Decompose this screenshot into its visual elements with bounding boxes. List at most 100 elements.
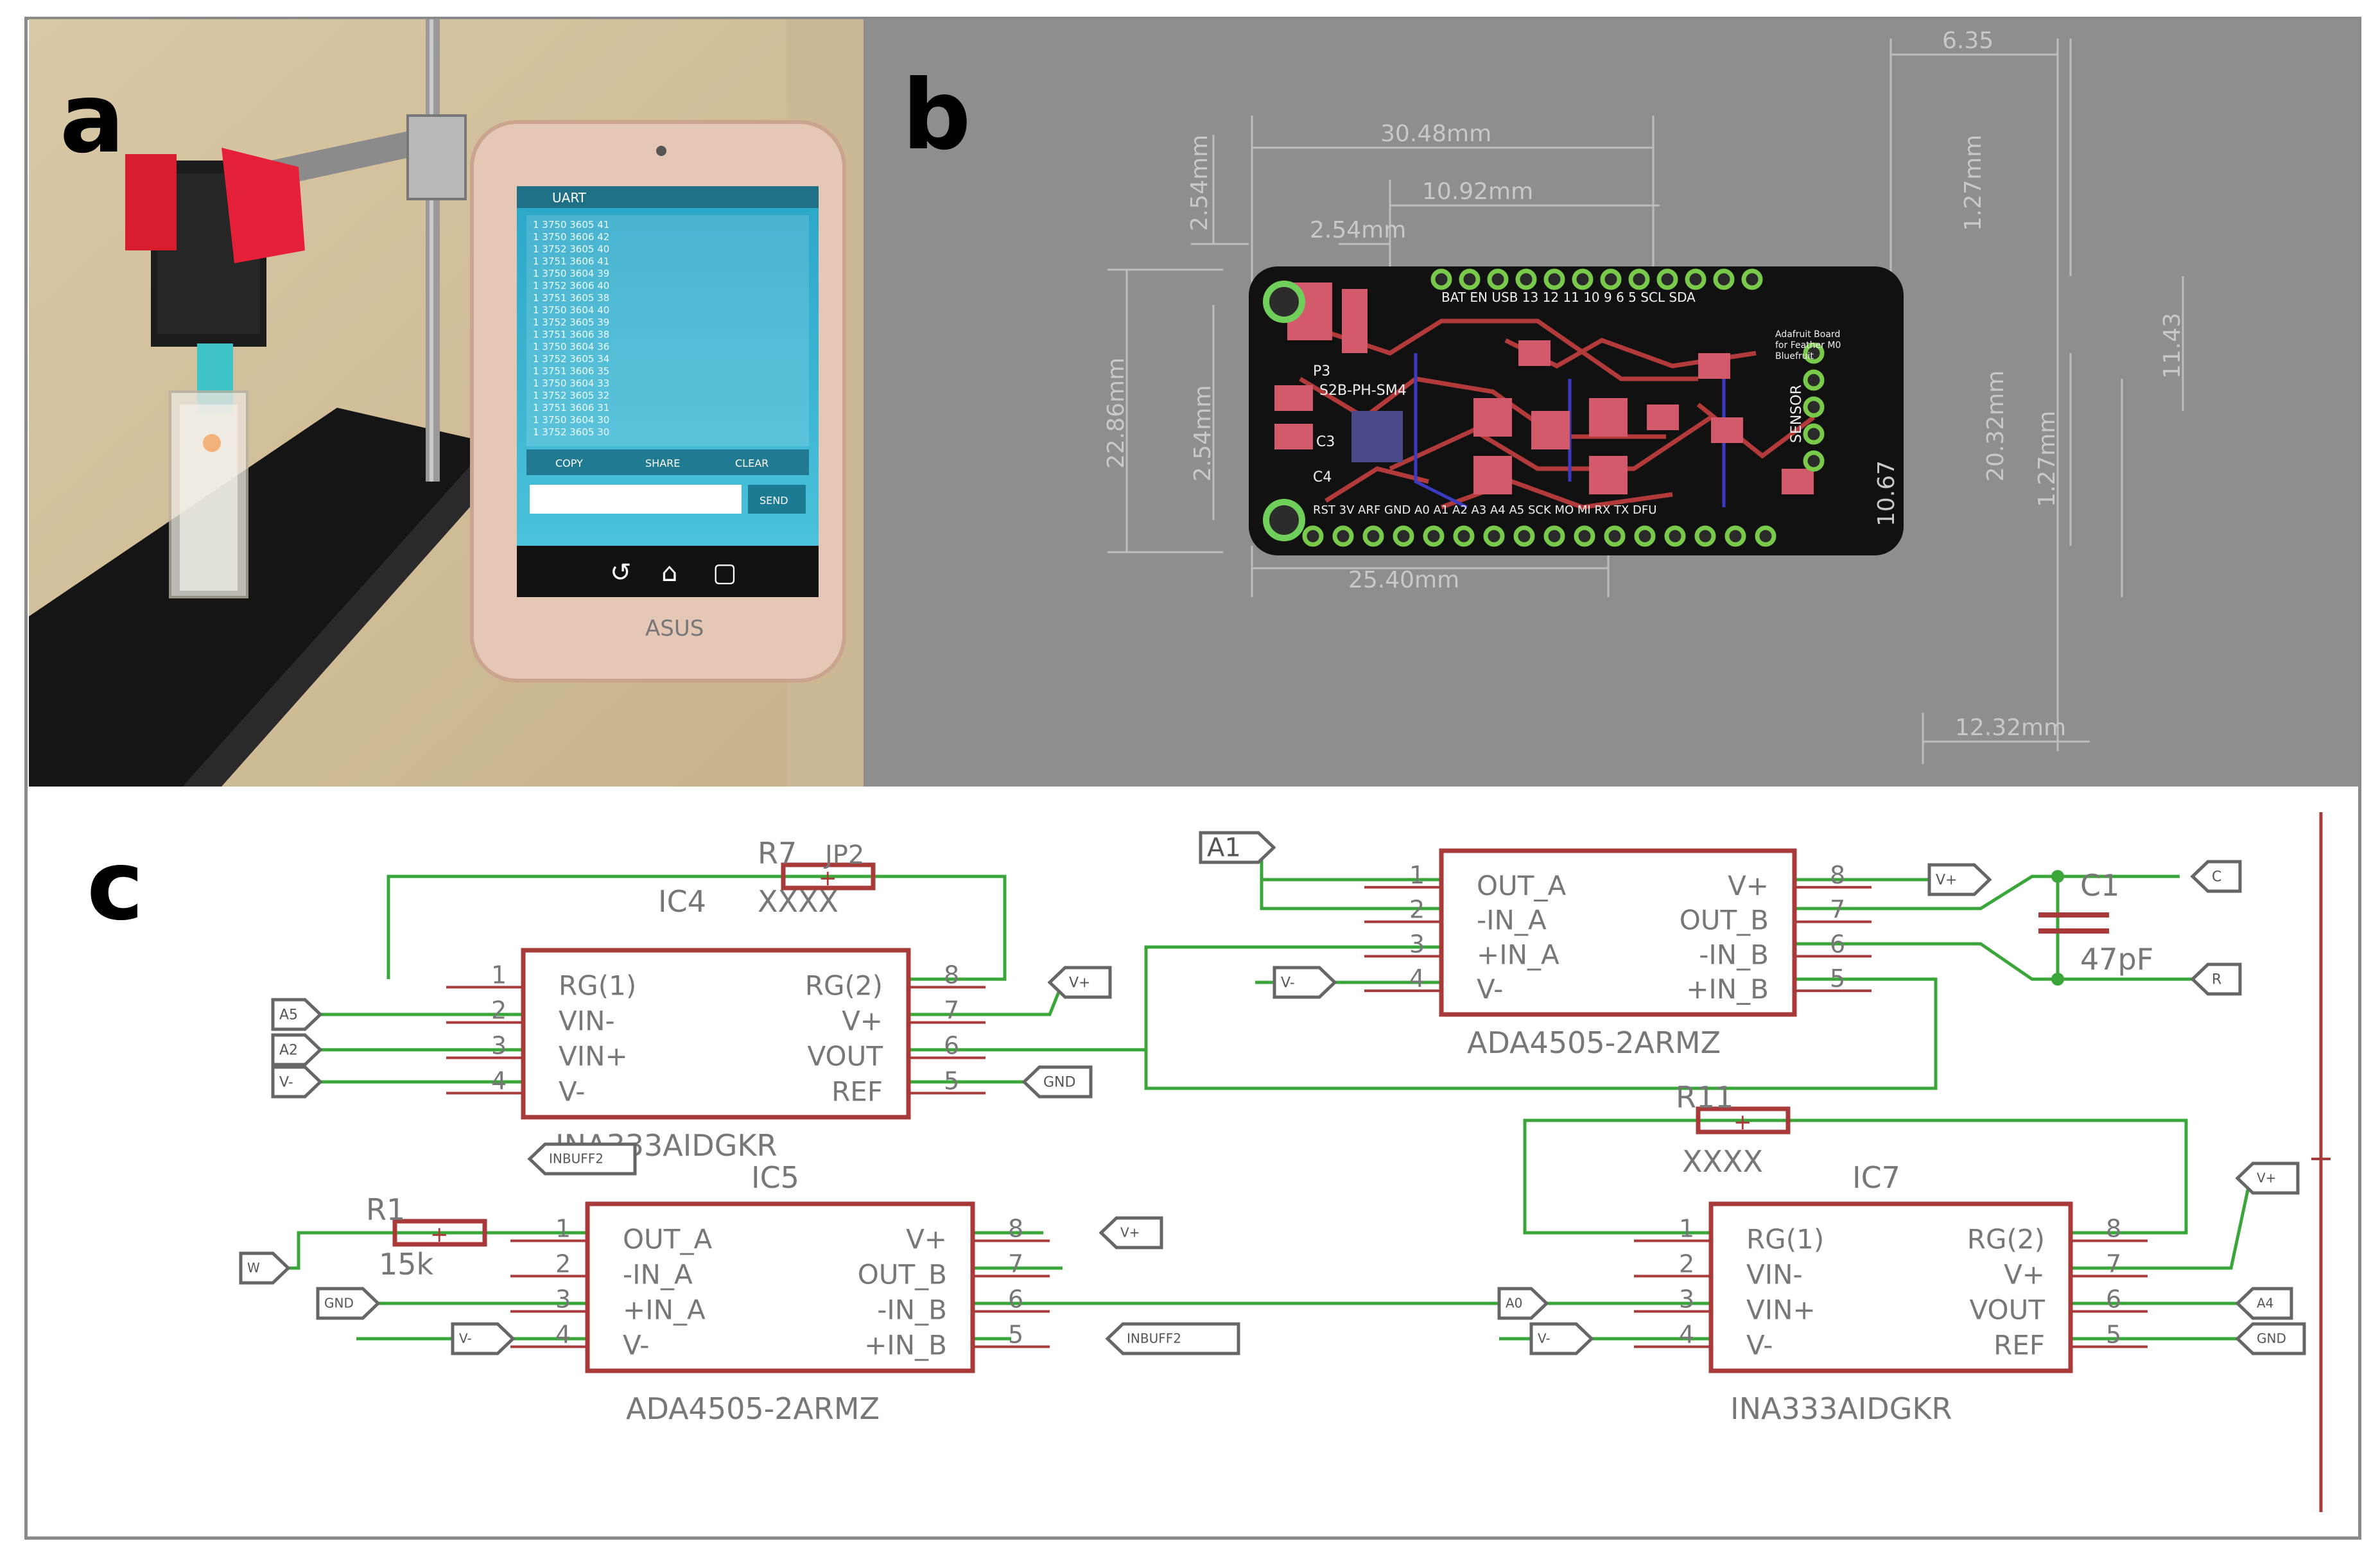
bottom-pin-labels: RST 3V ARF GND A0 A1 A2 A3 A4 A5 SCK MO … (1313, 503, 1656, 517)
top-amp-body (1439, 848, 1797, 1017)
r7-plus: + (819, 866, 837, 891)
ic4-vminus-net-label: V- (279, 1074, 293, 1090)
ic5-right-pin-name: OUT_B (858, 1259, 947, 1291)
a4-net-flag (2235, 1287, 2293, 1320)
ic5-part-number: ADA4505-2ARMZ (626, 1391, 880, 1426)
ic5-inbuff-top-net-label: INBUFF2 (549, 1151, 604, 1167)
ic7-left-pin-num: 2 (1679, 1250, 1694, 1278)
r1-plus: + (430, 1222, 449, 1248)
r11-ref: R11 (1676, 1080, 1734, 1115)
reading-row: 1 3750 3605 41 (533, 219, 609, 231)
ic7-right-pin-num: 8 (2106, 1215, 2121, 1243)
reading-row: 1 3752 3605 40 (533, 243, 609, 255)
r7-ref: R7 (758, 836, 797, 871)
sensor-label: SENSOR (1789, 385, 1805, 443)
dim-11-43: 11.43 (2159, 313, 2185, 379)
send-label: SEND (760, 494, 788, 507)
reading-row: 1 3750 3606 42 (533, 231, 609, 243)
ic5-right-pin-num: 5 (1008, 1321, 1023, 1349)
ic7-right-pin-name: RG(2) (1967, 1224, 2045, 1255)
sensor-pad (1803, 342, 1825, 364)
a0-net-label: A0 (1506, 1296, 1522, 1311)
ic4-ref: IC4 (658, 884, 706, 919)
ic5-inbuff-net-flag (1105, 1322, 1240, 1355)
a0-net-flag (1497, 1287, 1549, 1320)
top-amp-right-pin-name: +IN_B (1686, 973, 1769, 1005)
ic5-left-pin-num: 2 (555, 1250, 571, 1278)
ic4-left-pin-name: VIN+ (559, 1041, 628, 1072)
recent-icon: ▢ (713, 558, 737, 587)
c3-label: C3 (1316, 434, 1335, 450)
ic7-right-pin-name: V+ (2004, 1259, 2045, 1291)
r1-value: 15k (379, 1247, 434, 1282)
dim-25-40: 25.40mm (1348, 567, 1459, 593)
reading-row: 1 3750 3604 30 (533, 414, 609, 426)
c1-junction-top (2051, 870, 2064, 883)
phone-brand: ASUS (645, 616, 704, 641)
top-amp-part-number: ADA4505-2ARMZ (1467, 1025, 1721, 1060)
pcb-drawing: BAT EN USB 13 12 11 10 9 6 5 SCL SDA RST… (864, 19, 2358, 787)
ic4-gnd-net-flag (1021, 1065, 1093, 1099)
a4-net-label: A4 (2257, 1296, 2273, 1311)
reading-row: 1 3751 3605 38 (533, 292, 609, 304)
a5-net-flag (271, 998, 323, 1031)
reading-row: 1 3752 3606 40 (533, 280, 609, 291)
ic7-right-pin-num: 6 (2106, 1285, 2121, 1314)
dim-30-48: 30.48mm (1380, 121, 1491, 147)
ic4-left-pin-num: 3 (491, 1032, 507, 1060)
copy-button[interactable]: COPY (555, 457, 583, 469)
ic5-left-pin-num: 1 (555, 1215, 571, 1243)
top-amp-right-pin-num: 7 (1830, 896, 1845, 924)
dimension-lines (1107, 39, 2184, 764)
ic4-right-pin-num: 7 (944, 996, 959, 1025)
share-button[interactable]: SHARE (645, 457, 680, 469)
send-button[interactable] (748, 485, 806, 514)
ic5-left-pin-name: V- (623, 1330, 649, 1361)
app-title: UART (552, 190, 587, 205)
reading-row: 1 3750 3604 39 (533, 268, 609, 279)
ic4-right-pin-name: REF (831, 1076, 883, 1108)
ic4-right-pin-name: V+ (842, 1005, 883, 1037)
jst-label: S2B-PH-SM4 (1319, 383, 1407, 399)
top-amp-left-pin-name: V- (1477, 973, 1503, 1005)
pcb-pad (1634, 525, 1656, 547)
pcb-pad (1513, 525, 1535, 547)
top-amp-left-pin-name: OUT_A (1477, 870, 1566, 901)
sensor-pad (1803, 396, 1825, 418)
ic7-ref: IC7 (1852, 1160, 1900, 1195)
ic5-vminus-net-flag (451, 1322, 516, 1355)
top-amp-left-pin-num: 1 (1409, 861, 1425, 889)
ic5-right-pin-num: 6 (1008, 1285, 1023, 1314)
a2-net-flag (271, 1033, 323, 1066)
clear-button[interactable]: CLEAR (735, 457, 769, 469)
ic7-right-pin-num: 5 (2106, 1321, 2121, 1349)
ic7-body (1708, 1201, 2073, 1373)
brand-line-3: Bluefruit (1775, 351, 1814, 361)
r11-body (1696, 1106, 1791, 1135)
photo-illustration: UART 1 3750 3605 411 3750 3606 421 3752 … (29, 19, 864, 787)
pcb-pad (1694, 525, 1716, 547)
sensor-pad (1803, 450, 1825, 472)
ic5-left-pin-num: 3 (555, 1285, 571, 1314)
message-input[interactable] (530, 485, 742, 514)
sensor-pad (1803, 369, 1825, 391)
panel-b-pcb-layout: BAT EN USB 13 12 11 10 9 6 5 SCL SDA RST… (864, 19, 2358, 787)
panel-label-c: c (87, 830, 144, 942)
ic7-left-pin-name: VIN+ (1746, 1294, 1816, 1326)
pcb-pad (1423, 525, 1445, 547)
ic4-left-pin-name: RG(1) (559, 970, 636, 1002)
back-icon: ↺ (610, 558, 632, 587)
r-tag-net-label: R (2212, 971, 2221, 987)
pcb-pad (1628, 268, 1650, 290)
dim-1-27-bot: 1.27mm (2034, 411, 2060, 507)
top-amp-right-pin-name: V+ (1728, 870, 1769, 901)
red-clip (125, 154, 177, 250)
r1-body (392, 1219, 487, 1247)
dim-10-92: 10.92mm (1422, 178, 1533, 205)
ic5-vminus-net-label: V- (459, 1331, 472, 1346)
top-amp-left-pin-num: 2 (1409, 896, 1425, 924)
r1-ref: R1 (366, 1192, 405, 1227)
ic7-vplus-net-label: V+ (2257, 1170, 2276, 1186)
sensor-pad (1803, 423, 1825, 445)
